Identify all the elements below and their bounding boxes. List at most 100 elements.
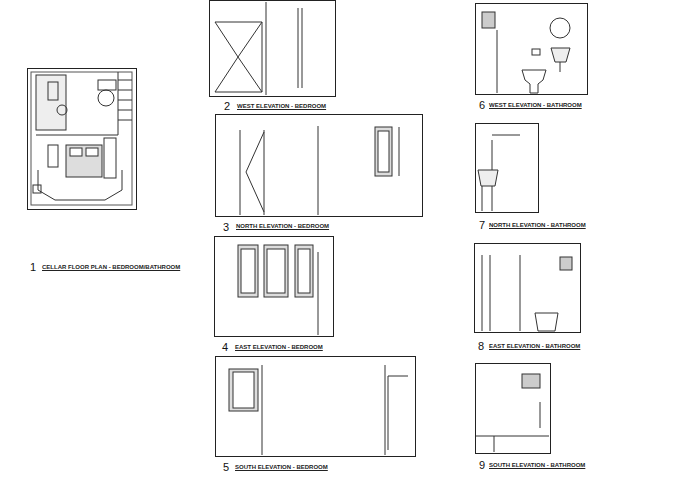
drawing-stroke (550, 18, 570, 38)
drawing-stroke (551, 48, 570, 62)
drawing-stroke (497, 30, 498, 93)
drawing-stroke (33, 185, 41, 193)
drawing-number: 5 (223, 462, 229, 473)
drawing-stroke (262, 365, 263, 455)
drawing-stroke (246, 132, 264, 212)
drawing-stroke (48, 145, 58, 167)
drawing-stroke (86, 148, 98, 156)
drawing-title: NORTH ELEVATION - BATHROOM (489, 222, 586, 229)
drawing-stroke (104, 138, 116, 178)
drawing-frame: 8EAST ELEVATION - BATHROOM (474, 243, 581, 333)
drawing-stroke (520, 255, 521, 331)
drawing-stroke (560, 257, 572, 270)
drawing-stroke (318, 126, 319, 215)
south-elevation-bathroom (476, 374, 549, 452)
drawing-stroke (388, 376, 389, 450)
drawing-stroke (302, 8, 303, 88)
drawing-number: 8 (478, 341, 484, 352)
drawing-stroke (264, 245, 288, 297)
drawing-stroke (318, 252, 319, 335)
drawing-stroke (482, 186, 483, 211)
west-elevation-bathroom (482, 12, 570, 93)
drawing-stroke (36, 135, 118, 136)
drawing-stroke (298, 8, 299, 88)
drawing-stroke (118, 80, 132, 81)
drawing-frame: 1CELLAR FLOOR PLAN - BEDROOM/BATHROOM (27, 68, 137, 210)
drawing-stroke (118, 110, 132, 111)
drawing-number: 3 (223, 222, 229, 233)
drawing-stroke (98, 80, 116, 90)
drawing-stroke (399, 127, 400, 176)
drawing-number: 7 (479, 220, 485, 231)
drawing-stroke (388, 376, 408, 377)
drawing-stroke (36, 75, 66, 130)
drawing-title: CELLAR FLOOR PLAN - BEDROOM/BATHROOM (42, 264, 180, 271)
drawing-frame: 6WEST ELEVATION - BATHROOM (475, 3, 588, 95)
east-elevation-bathroom (482, 255, 572, 331)
drawing-stroke (118, 72, 119, 135)
drawing-stroke (238, 22, 262, 92)
drawing-stroke (298, 249, 310, 293)
drawing-title: SOUTH ELEVATION - BEDROOM (235, 464, 328, 471)
drawing-number: 4 (222, 342, 228, 353)
drawing-stroke (295, 245, 313, 297)
east-elevation-bedroom (238, 245, 318, 335)
drawing-stroke (118, 100, 132, 101)
drawing-frame: 4EAST ELEVATION - BEDROOM (214, 236, 334, 337)
drawing-stroke (482, 12, 495, 28)
drawing-stroke (494, 436, 495, 452)
drawing-stroke (266, 2, 267, 95)
drawing-stroke (375, 127, 392, 176)
north-elevation-bathroom (478, 135, 520, 211)
north-elevation-bedroom (240, 126, 399, 215)
west-elevation-bedroom (215, 2, 302, 95)
drawing-stroke (378, 131, 389, 172)
drawing-stroke (267, 249, 285, 293)
drawing-stroke (66, 145, 102, 177)
drawing-stroke (229, 369, 258, 411)
drawing-number: 1 (30, 262, 36, 273)
drawing-frame: 9SOUTH ELEVATION - BATHROOM (475, 363, 551, 454)
drawing-stroke (492, 135, 520, 136)
drawing-stroke (233, 372, 254, 408)
drawing-title: WEST ELEVATION - BATHROOM (489, 102, 582, 109)
drawing-stroke (118, 120, 132, 121)
drawing-frame: 3NORTH ELEVATION - BEDROOM (215, 114, 423, 217)
drawing-stroke (560, 62, 561, 72)
drawing-stroke (540, 402, 541, 428)
drawing-stroke (535, 313, 558, 331)
drawing-title: NORTH ELEVATION - BEDROOM (236, 223, 329, 230)
drawing-stroke (215, 22, 262, 92)
drawing-number: 9 (479, 460, 485, 471)
drawing-number: 6 (479, 100, 485, 111)
drawing-stroke (57, 105, 67, 115)
drawing-stroke (70, 148, 82, 156)
drawing-frame: 5SOUTH ELEVATION - BEDROOM (215, 356, 416, 457)
drawing-stroke (38, 170, 122, 200)
south-elevation-bedroom (229, 365, 408, 455)
drawing-stroke (478, 170, 498, 186)
drawing-stroke (238, 245, 258, 297)
drawing-stroke (490, 255, 491, 331)
drawing-stroke (118, 90, 132, 91)
drawing-title: WEST ELEVATION - BEDROOM (237, 103, 326, 110)
drawing-stroke (522, 70, 546, 93)
drawing-title: EAST ELEVATION - BATHROOM (489, 343, 580, 350)
drawing-stroke (264, 130, 265, 215)
drawing-stroke (215, 22, 238, 92)
drawing-stroke (31, 72, 132, 205)
drawing-stroke (241, 249, 255, 293)
drawing-stroke (476, 436, 549, 437)
drawing-stroke (532, 49, 540, 55)
drawing-frame: 7NORTH ELEVATION - BATHROOM (475, 123, 539, 213)
drawing-frame: 2WEST ELEVATION - BEDROOM (209, 0, 336, 97)
drawing-title: SOUTH ELEVATION - BATHROOM (489, 462, 585, 469)
drawing-stroke (98, 90, 114, 106)
drawing-title: EAST ELEVATION - BEDROOM (235, 344, 323, 351)
drawing-stroke (385, 365, 386, 455)
drawing-stroke (482, 255, 483, 331)
drawing-stroke (240, 130, 241, 215)
drawing-number: 2 (224, 101, 230, 112)
